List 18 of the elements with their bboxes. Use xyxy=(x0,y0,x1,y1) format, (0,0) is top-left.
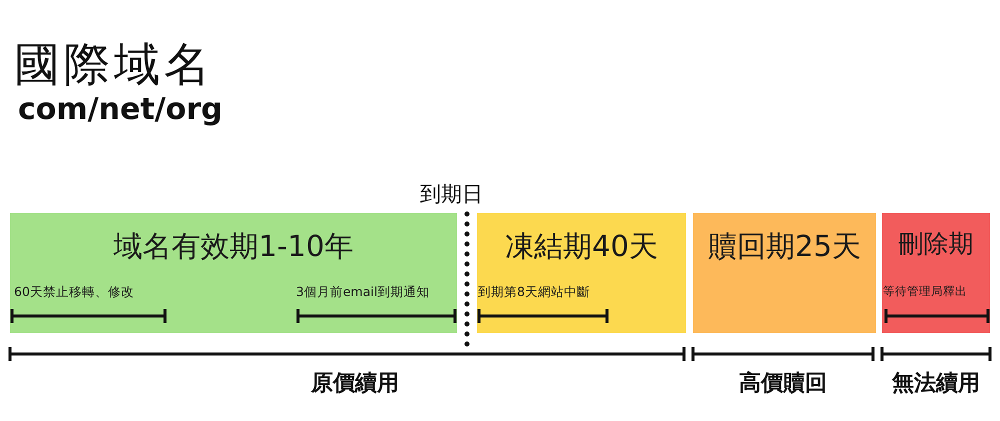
phase-box xyxy=(477,213,686,333)
expiry-label: 到期日 xyxy=(420,181,483,208)
phase-heading: 域名有效期1-10年 xyxy=(112,228,354,265)
span-label: 高價贖回 xyxy=(738,370,828,398)
span-label: 原價續用 xyxy=(310,370,400,398)
phase-box xyxy=(693,213,876,333)
span-label: 無法續用 xyxy=(890,370,981,398)
span-note: 等待管理局釋出 xyxy=(883,284,967,299)
phase-box xyxy=(882,213,990,333)
span-note: 到期第8天網站中斷 xyxy=(478,284,590,301)
phase-box xyxy=(10,213,457,333)
subtitle: com/net/org xyxy=(18,92,222,127)
phase-heading: 贖回期25天 xyxy=(707,228,862,265)
phase-heading: 刪除期 xyxy=(898,228,974,260)
span-note: 60天禁止移轉、修改 xyxy=(14,284,134,301)
phase-heading: 凍結期40天 xyxy=(504,228,659,265)
span-note: 3個月前email到期通知 xyxy=(296,284,430,301)
title: 國際域名 xyxy=(14,36,214,93)
